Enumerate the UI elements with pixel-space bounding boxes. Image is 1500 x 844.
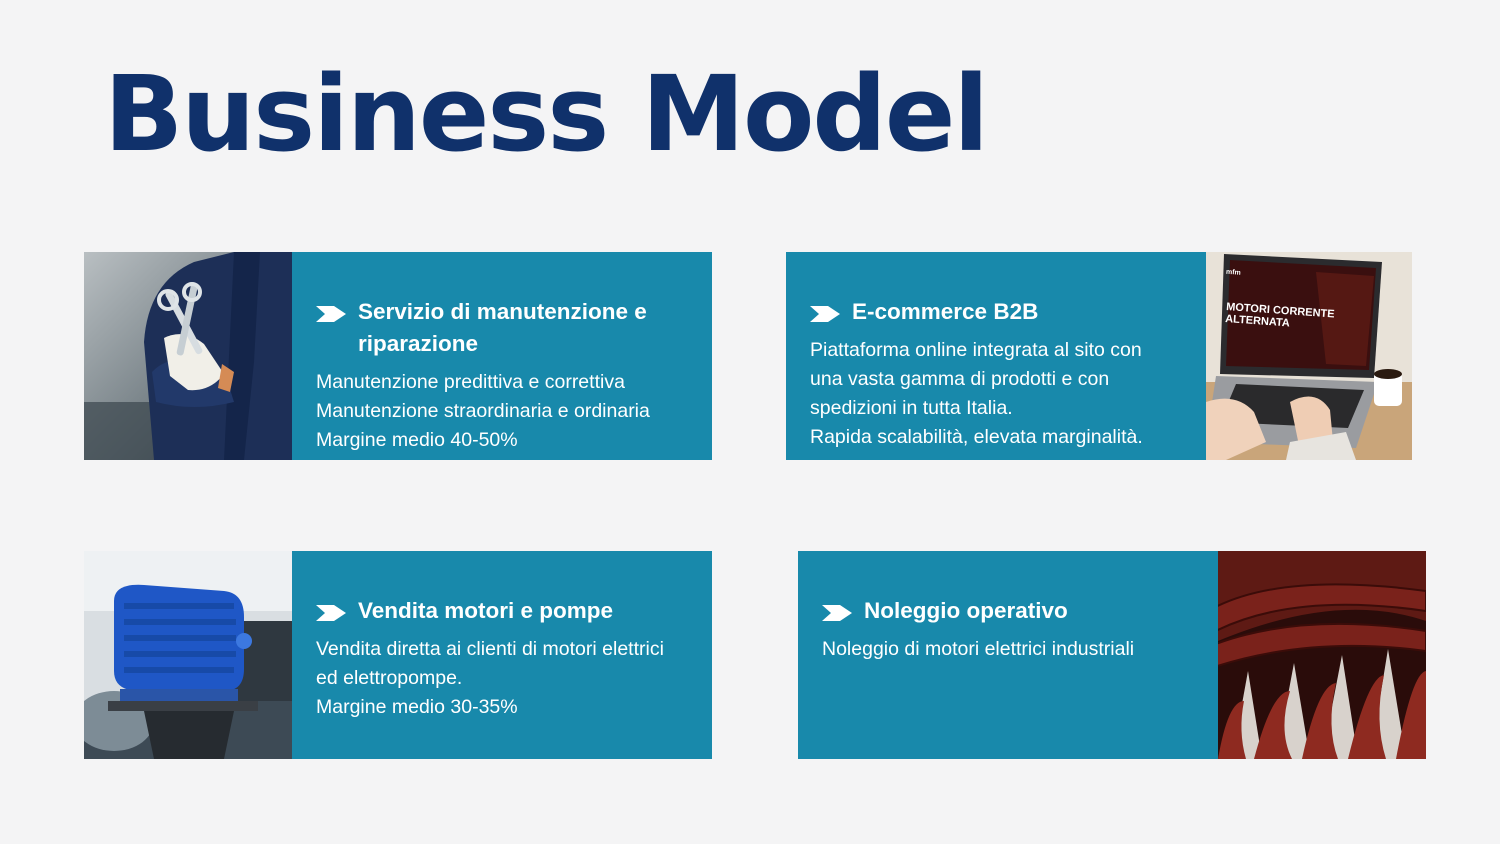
card-title-line: Noleggio operativo <box>864 598 1068 623</box>
card-heading: Noleggio operativo <box>822 595 1198 627</box>
card-description-line: Manutenzione predittiva e correttiva <box>316 371 625 393</box>
page-title: Business Model <box>104 53 989 175</box>
card-ecommerce-b2b: E-commerce B2B Piattaforma online integr… <box>786 252 1412 460</box>
card-panel: Vendita motori e pompe Vendita diretta a… <box>292 551 712 759</box>
card-title: E-commerce B2B <box>852 296 1038 328</box>
card-title-line: E-commerce B2B <box>852 299 1039 324</box>
chevron-right-icon <box>822 605 852 621</box>
card-panel: Noleggio operativo Noleggio di motori el… <box>798 551 1218 759</box>
card-description-line: spedizioni in tutta Italia. <box>810 397 1013 419</box>
card-description: Piattaforma online integrata al sito con… <box>810 336 1186 452</box>
card-description: Manutenzione predittiva e correttiva Man… <box>316 368 692 455</box>
card-description-line: Manutenzione straordinaria e ordinaria <box>316 400 650 422</box>
card-heading: E-commerce B2B <box>810 296 1186 328</box>
card-title-line: Servizio di manutenzione e <box>358 299 647 324</box>
chevron-right-icon <box>810 306 840 322</box>
card-title: Vendita motori e pompe <box>358 595 613 627</box>
card-operational-rental: Noleggio operativo Noleggio di motori el… <box>798 551 1426 759</box>
card-title: Servizio di manutenzione e riparazione <box>358 296 647 360</box>
card-title-line: Vendita motori e pompe <box>358 598 614 623</box>
card-panel: Servizio di manutenzione e riparazione M… <box>292 252 712 460</box>
card-description-line: Piattaforma online integrata al sito con <box>810 339 1142 361</box>
card-heading: Servizio di manutenzione e riparazione <box>316 296 692 360</box>
card-description-line: Vendita diretta ai clienti di motori ele… <box>316 638 664 660</box>
card-description-line: una vasta gamma di prodotti e con <box>810 368 1110 390</box>
chevron-right-icon <box>316 605 346 621</box>
chevron-right-icon <box>316 306 346 322</box>
card-heading: Vendita motori e pompe <box>316 595 692 627</box>
card-panel: E-commerce B2B Piattaforma online integr… <box>786 252 1206 460</box>
technician-photo <box>84 252 292 460</box>
card-description: Vendita diretta ai clienti di motori ele… <box>316 635 692 722</box>
motor-photo <box>84 551 292 759</box>
card-description-line: Noleggio di motori elettrici industriali <box>822 638 1135 660</box>
card-description-line: Rapida scalabilità, elevata marginalità. <box>810 426 1143 448</box>
card-maintenance-service: Servizio di manutenzione e riparazione M… <box>84 252 712 460</box>
copper-windings-photo <box>1218 551 1426 759</box>
card-description-line: ed elettropompe. <box>316 667 463 689</box>
card-description-line: Margine medio 30-35% <box>316 696 518 718</box>
laptop-screen-headline: ALTERNATA <box>1225 313 1291 329</box>
card-title: Noleggio operativo <box>864 595 1068 627</box>
laptop-screen-logo: mfm <box>1226 269 1241 277</box>
card-motor-sales: Vendita motori e pompe Vendita diretta a… <box>84 551 712 759</box>
card-title-line: riparazione <box>358 331 479 356</box>
card-description: Noleggio di motori elettrici industriali <box>822 635 1198 664</box>
laptop-photo: mfm MOTORI CORRENTE ALTERNATA <box>1206 252 1412 460</box>
card-description-line: Margine medio 40-50% <box>316 429 518 451</box>
